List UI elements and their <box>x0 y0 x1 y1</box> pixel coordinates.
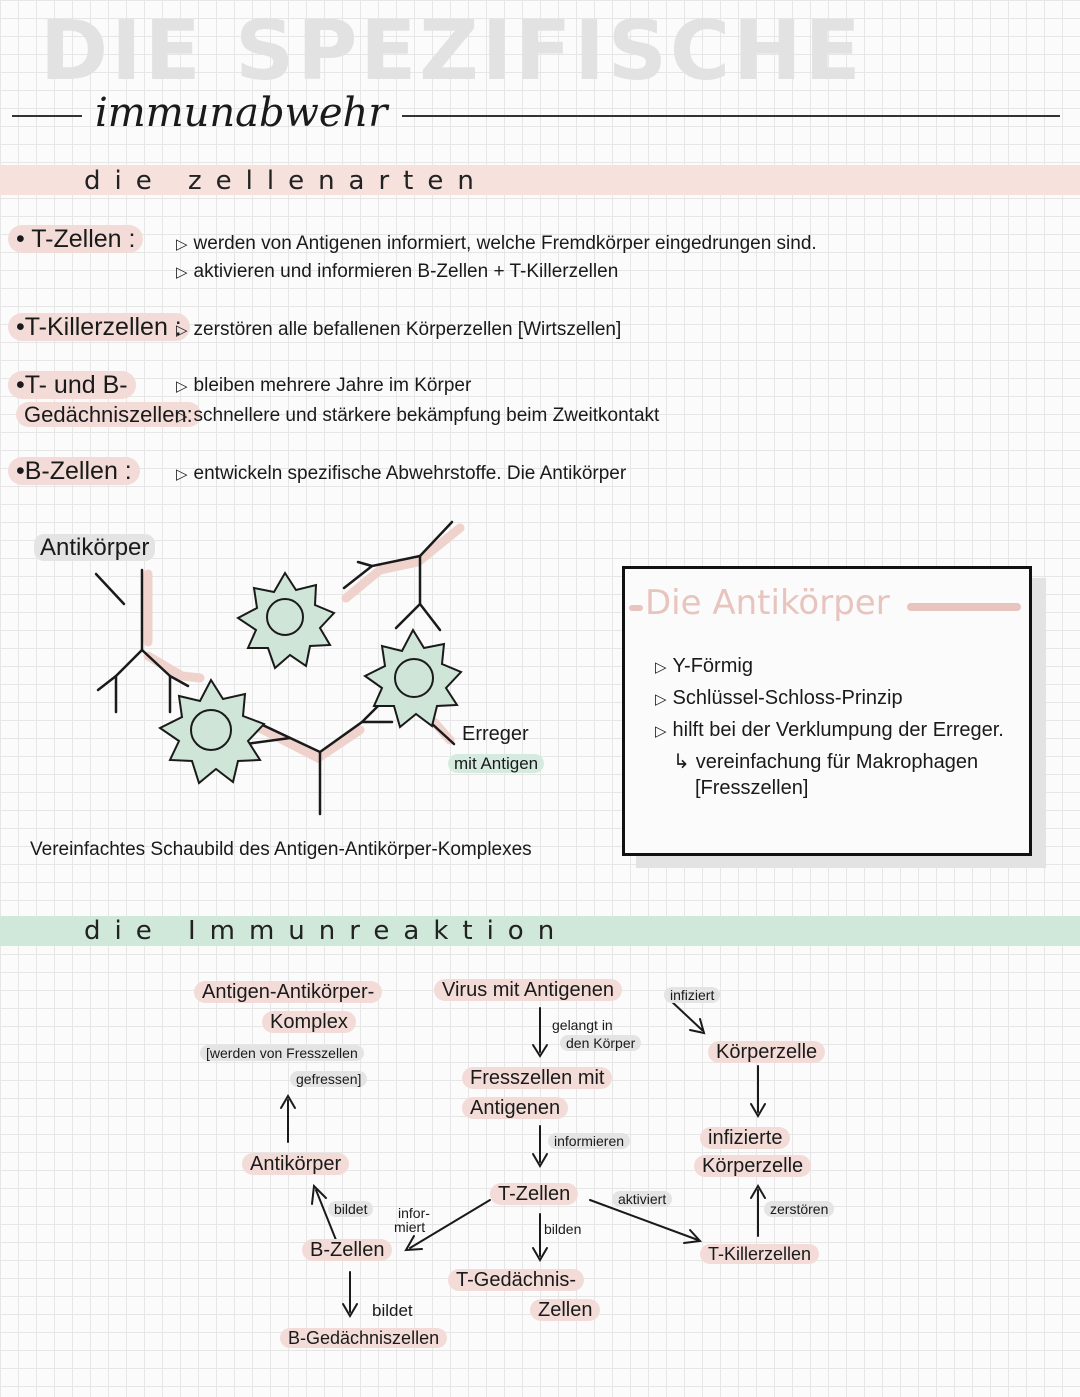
node-complex-1: Antigen-Antikörper- <box>194 978 383 1006</box>
diagram-caption: Vereinfachtes Schaubild des Antigen-Anti… <box>30 839 532 860</box>
edge-label-zerstoeren: zerstören <box>764 1200 835 1218</box>
term-b-zellen: •B-Zellen : <box>8 456 140 486</box>
infobox-title: Die Antikörper <box>645 583 890 623</box>
desc-b-zellen: ▷entwickeln spezifische Abwehrstoffe. Di… <box>176 463 627 484</box>
edge-label-bildet-2: bildet <box>372 1301 413 1320</box>
infobox-subitem-1: ↳vereinfachung für Makrophagen <box>673 751 979 773</box>
desc-gedaechniszellen-2: ▷schnellere und stärkere bekämpfung beim… <box>176 405 660 426</box>
node-t-killerzellen: T-Killerzellen <box>700 1240 820 1268</box>
term-gedaechniszellen-1: •T- und B- <box>8 370 136 400</box>
infobox-item-1: ▷Y-Förmig <box>655 655 753 677</box>
edge-label-informiert-1: infor- <box>398 1205 430 1221</box>
infobox-title-dash-left <box>629 605 643 611</box>
node-fresszellen-1: Fresszellen mit <box>462 1064 613 1092</box>
label-mit-antigen: mit Antigen <box>448 750 545 778</box>
infobox-title-dash-right <box>907 603 1021 611</box>
edge-label-gelangt-1: gelangt in <box>552 1017 613 1033</box>
node-t-gedaechnis-2: Zellen <box>530 1296 601 1324</box>
label-antikoerper-diagram: Antikörper <box>34 534 156 562</box>
desc-t-zellen-2: ▷aktivieren und informieren B-Zellen + T… <box>176 261 619 282</box>
node-virus: Virus mit Antigenen <box>434 976 622 1004</box>
desc-gedaechniszellen-1: ▷bleiben mehrere Jahre im Körper <box>176 375 472 396</box>
infobox-subitem-2: [Fresszellen] <box>695 777 809 799</box>
pathogen-stars <box>158 571 463 785</box>
desc-t-zellen-1: ▷werden von Antigenen informiert, welche… <box>176 233 817 254</box>
edge-label-infiziert: infiziert <box>664 986 721 1004</box>
title-rule-left <box>12 115 82 117</box>
term-gedaechniszellen-2: Gedächniszellen: <box>16 400 201 430</box>
edge-label-bildet-1: bildet <box>328 1200 374 1218</box>
infobox-item-2: ▷Schlüssel-Schloss-Prinzip <box>655 687 903 709</box>
node-infizierte-2: Körperzelle <box>694 1152 812 1180</box>
term-t-zellen: • T-Zellen : <box>8 224 144 254</box>
title-rule-right <box>402 115 1060 117</box>
node-antikoerper: Antikörper <box>242 1150 350 1178</box>
edge-label-informiert-2: miert <box>394 1219 426 1235</box>
node-complex-2: Komplex <box>262 1008 356 1036</box>
edge-label-informieren: informieren <box>548 1132 631 1150</box>
node-complex-note-2: gefressen] <box>290 1070 368 1088</box>
label-erreger: Erreger <box>462 723 529 745</box>
node-koerperzelle: Körperzelle <box>708 1038 826 1066</box>
section-band-immunreaktion <box>0 916 1080 946</box>
edge-label-aktiviert: aktiviert <box>612 1190 673 1208</box>
page-title: DIE SPEZIFISCHE <box>40 4 864 99</box>
term-t-killerzellen: •T-Killerzellen : <box>8 312 190 342</box>
edge-label-bilden: bilden <box>544 1221 582 1237</box>
infobox-item-3: ▷hilft bei der Verklumpung der Erreger. <box>655 719 1004 741</box>
node-fresszellen-2: Antigenen <box>462 1094 569 1122</box>
node-b-gedaechnis: B-Gedächniszellen <box>280 1324 448 1352</box>
edge-label-gelangt-2: den Körper <box>560 1034 642 1052</box>
node-t-gedaechnis-1: T-Gedächnis- <box>448 1266 585 1294</box>
node-complex-note-1: [werden von Fresszellen <box>200 1044 364 1062</box>
section-band-zellenarten <box>0 165 1080 195</box>
page-subtitle: immunabwehr <box>95 90 388 136</box>
antibody-shapes <box>94 520 456 816</box>
node-t-zellen: T-Zellen <box>490 1180 579 1208</box>
node-infizierte-1: infizierte <box>700 1124 791 1152</box>
node-b-zellen: B-Zellen <box>302 1236 393 1264</box>
section-heading-immunreaktion: die Immunreaktion <box>84 916 569 946</box>
desc-t-killerzellen: ▷zerstören alle befallenen Körperzellen … <box>176 319 622 340</box>
section-heading-zellenarten: die zellenarten <box>84 166 488 196</box>
antikoerper-infobox: Die Antikörper ▷Y-Förmig ▷Schlüssel-Schl… <box>622 566 1032 856</box>
